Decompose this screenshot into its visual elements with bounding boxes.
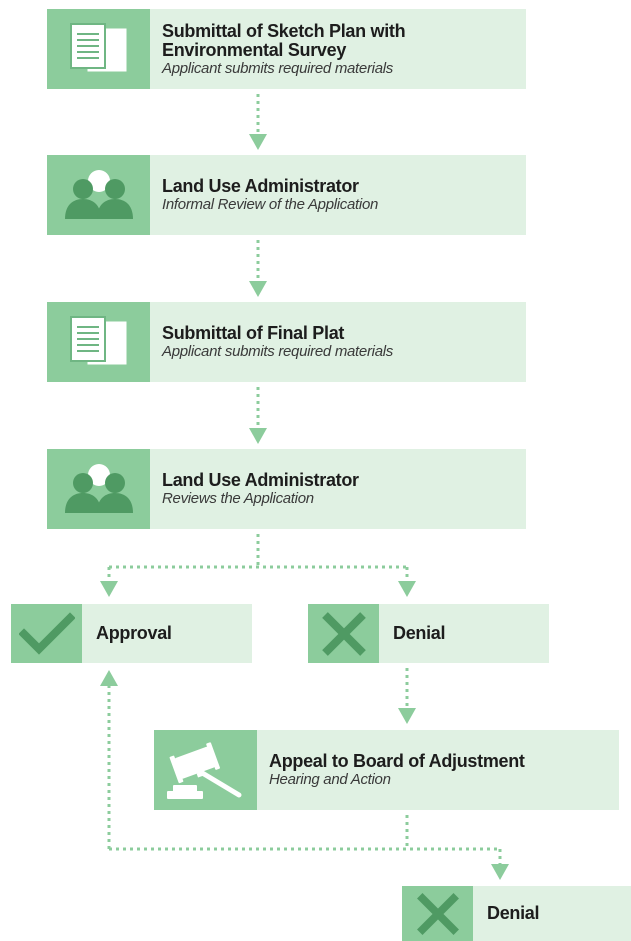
step-subtitle: Applicant submits required materials (162, 59, 393, 77)
arrowhead-final-denial (491, 864, 509, 880)
outcome-text: Denial (379, 604, 455, 663)
outcome-denial: Denial (308, 604, 549, 663)
step-text: Appeal to Board of Adjustment Hearing an… (257, 730, 535, 810)
icon-box (47, 9, 150, 89)
documents-icon (69, 316, 127, 366)
step-informal-review: Land Use Administrator Informal Review o… (47, 155, 526, 235)
step-text: Submittal of Sketch Plan with Environmen… (150, 9, 526, 89)
people-icon (64, 170, 133, 219)
step-subtitle: Reviews the Application (162, 490, 314, 507)
outcome-final-denial: Denial (402, 886, 631, 941)
gavel-icon (166, 742, 241, 799)
documents-icon (69, 23, 127, 73)
arrowhead-informal (249, 134, 267, 150)
outcome-title: Denial (487, 903, 540, 923)
icon-box (47, 449, 150, 529)
arrowhead-approval (100, 581, 118, 597)
step-subtitle: Hearing and Action (269, 771, 391, 788)
icon-box (154, 730, 257, 810)
step-subtitle: Applicant submits required materials (162, 343, 393, 360)
outcome-title: Approval (96, 623, 172, 643)
step-title: Land Use Administrator (162, 470, 359, 490)
arrowhead-denial (398, 581, 416, 597)
outcome-title: Denial (393, 623, 446, 643)
people-icon (64, 464, 133, 513)
step-text: Land Use Administrator Informal Review o… (150, 155, 388, 235)
step-text: Submittal of Final Plat Applicant submit… (150, 302, 403, 382)
arrowhead-appeal (398, 708, 416, 724)
icon-box (11, 604, 82, 663)
icon-box (47, 302, 150, 382)
outcome-text: Denial (473, 886, 549, 941)
icon-box (308, 604, 379, 663)
arrowhead-final (249, 281, 267, 297)
icon-box (402, 886, 473, 941)
step-sketch-plan: Submittal of Sketch Plan with Environmen… (47, 9, 526, 89)
x-icon (416, 892, 459, 935)
outcome-text: Approval (82, 604, 182, 663)
step-subtitle: Informal Review of the Application (162, 196, 379, 213)
icon-box (47, 155, 150, 235)
step-title: Land Use Administrator (162, 176, 359, 196)
checkmark-icon (18, 611, 75, 655)
arrowhead-up-approval (100, 670, 118, 686)
step-final-plat: Submittal of Final Plat Applicant submit… (47, 302, 526, 382)
step-review: Land Use Administrator Reviews the Appli… (47, 449, 526, 529)
step-text: Land Use Administrator Reviews the Appli… (150, 449, 369, 529)
x-icon (321, 611, 366, 656)
arrowhead-review (249, 428, 267, 444)
step-appeal: Appeal to Board of Adjustment Hearing an… (154, 730, 619, 810)
step-title: Submittal of Final Plat (162, 323, 345, 343)
step-title: Submittal of Sketch Plan with Environmen… (162, 20, 406, 60)
outcome-approval: Approval (11, 604, 252, 663)
step-title: Appeal to Board of Adjustment (269, 751, 525, 771)
